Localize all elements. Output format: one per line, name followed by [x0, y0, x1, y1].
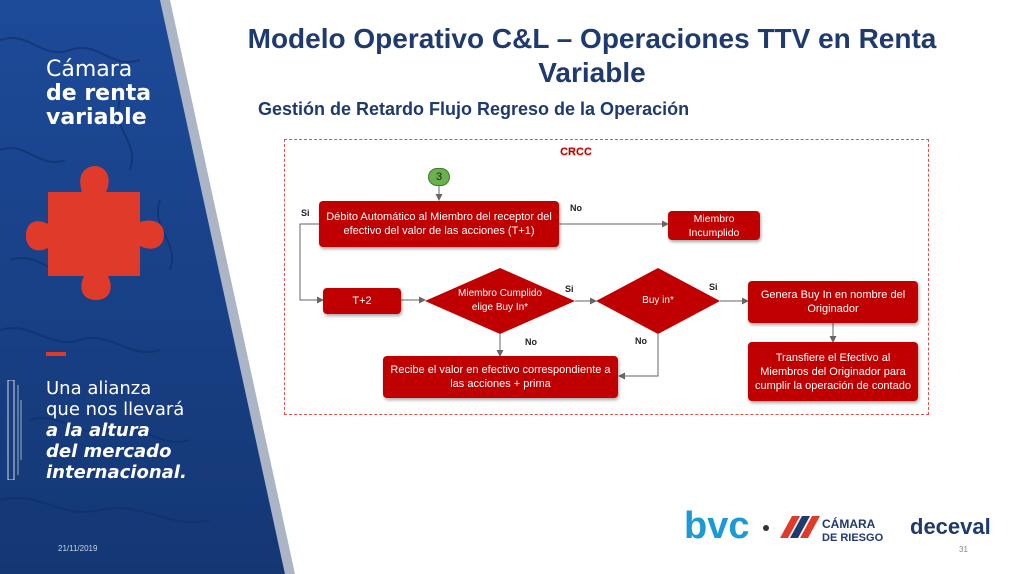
sidebar-shadow: [160, 0, 295, 574]
edge-label-si-right: Si: [709, 282, 718, 292]
crcc-label: CRCC: [560, 146, 592, 158]
tagline-line5: internacional.: [46, 462, 187, 483]
brand-line1: Cámara: [46, 57, 133, 82]
title-line1: Modelo Operativo C&L – Operaciones TTV e…: [247, 23, 937, 54]
red-divider: [46, 352, 66, 356]
step-3-connector: 3: [428, 168, 450, 186]
camara-logo-line2: DE RIESGO: [822, 532, 884, 544]
title-line2: Variable: [538, 57, 646, 88]
partner-logos: bvc CÁMARA DE RIESGO deceval: [684, 505, 991, 547]
node-recibe: Recibe el valor en efectivo correspondie…: [383, 356, 618, 398]
page-title: Modelo Operativo C&L – Operaciones TTV e…: [232, 22, 952, 90]
node-t2: T+2: [323, 288, 401, 314]
tagline-line1: Una alianza: [46, 378, 152, 399]
camara-riesgo-logo-icon: [780, 516, 820, 538]
brand-line3: variable: [46, 105, 147, 130]
bvc-logo: bvc: [684, 505, 749, 547]
decision-buyin-label: Buy in*: [642, 295, 674, 306]
decision-cumplido-label: Miembro Cumplido elige Buy In*: [458, 288, 542, 313]
tagline-line2: que nos llevará: [46, 399, 185, 420]
slide-date: 21/11/2019: [58, 544, 98, 553]
edge-label-no-top: No: [570, 203, 582, 213]
logo-separator-dot: [763, 525, 769, 531]
page-number: 31: [959, 545, 968, 554]
brand-camara: Cámara de renta variable: [46, 58, 151, 130]
deceval-logo: deceval: [910, 514, 991, 539]
vigilado-stamp-icon: [7, 380, 22, 480]
edge-label-si-left: Si: [301, 208, 310, 218]
crcc-frame: [284, 139, 929, 415]
edge-label-no-buyin: No: [635, 336, 647, 346]
tagline-line3: a la altura: [46, 420, 150, 441]
node-incumplido: Miembro Incumplido: [668, 211, 760, 240]
page-subtitle: Gestión de Retardo Flujo Regreso de la O…: [258, 99, 690, 119]
tagline: Una alianza que nos llevará a la altura …: [46, 378, 187, 483]
camara-logo-line1: CÁMARA: [822, 516, 876, 531]
node-transfiere: Transfiere el Efectivo al Miembros del O…: [748, 342, 918, 401]
edge-label-si-mid: Si: [565, 284, 574, 294]
tagline-line4: del mercado: [46, 441, 172, 462]
brand-line2: de renta: [46, 81, 152, 106]
node-debito: Débito Automático al Miembro del recepto…: [319, 201, 559, 247]
edge-label-no-cumplido: No: [525, 337, 537, 347]
puzzle-piece: [26, 166, 164, 300]
node-genera: Genera Buy In en nombre del Originador: [748, 281, 918, 323]
sidebar-panel: [0, 0, 285, 574]
